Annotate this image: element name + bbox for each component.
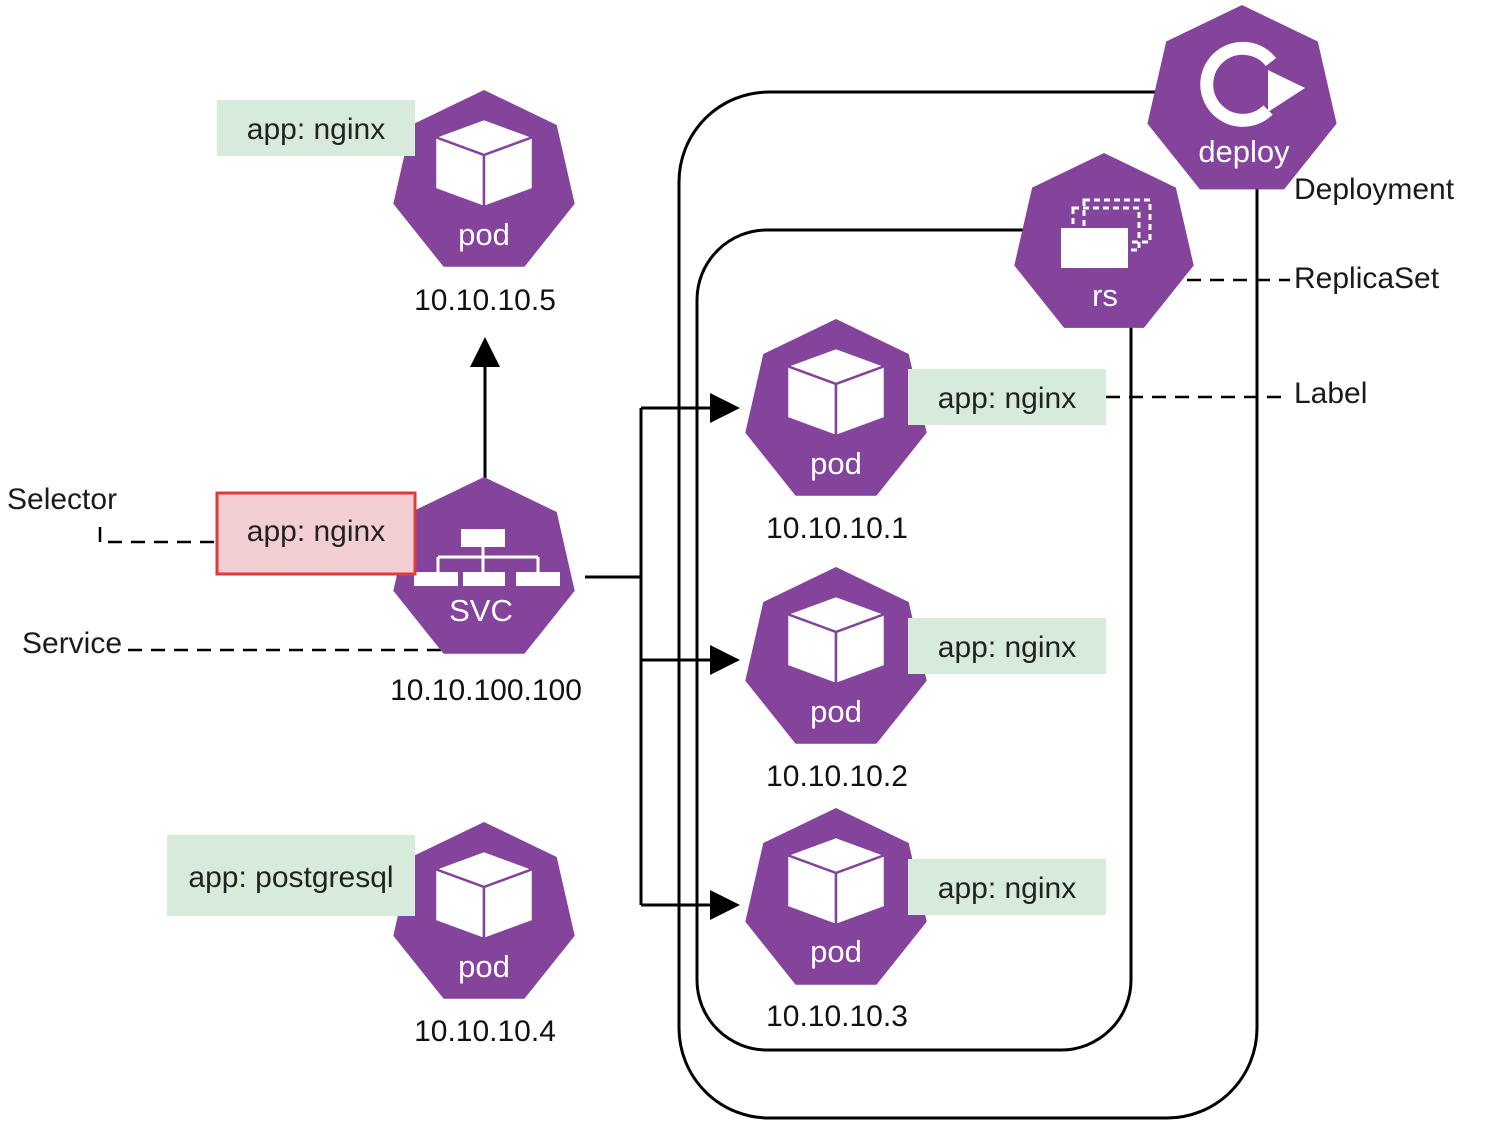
cube-face (482, 867, 535, 941)
dashed-leaders (108, 278, 1290, 652)
pod-outside-bottom: pod (393, 822, 575, 999)
label-tag-pod2: app: nginx (908, 618, 1106, 674)
selector-tag-text: app: nginx (247, 515, 385, 548)
label-tag-text: app: nginx (247, 113, 385, 146)
deployment-boundary (677, 90, 1259, 1120)
replicaset-boundary (695, 228, 1133, 1052)
cube-face (834, 612, 887, 686)
label-tag-pod3: app: nginx (908, 859, 1106, 915)
pod-cube-icon (433, 117, 535, 209)
pod-text: pod (458, 949, 510, 984)
cube-face (482, 135, 535, 209)
pod-ip-outside-top: 10.10.10.5 (414, 284, 556, 317)
deploy-text: deploy (1198, 134, 1290, 169)
pod-ip-2: 10.10.10.2 (766, 760, 908, 793)
deploy-cycle-icon (1200, 41, 1305, 127)
pod-ip-1: 10.10.10.1 (766, 512, 908, 545)
deploy-hexagon (1147, 5, 1337, 190)
service-annotation: Service (22, 627, 122, 660)
pod-1: pod (745, 319, 927, 496)
service-tree-icon (414, 529, 560, 586)
label-tag-bottom: app: postgresql (167, 835, 415, 916)
pod-text: pod (810, 694, 862, 729)
svc-text: SVC (449, 593, 513, 628)
pod-cube-icon (785, 835, 887, 927)
deployment-annotation: Deployment (1294, 173, 1455, 206)
label-tag-text: app: nginx (938, 631, 1076, 664)
selector-annotation: Selector (7, 483, 117, 516)
cube-face (834, 364, 887, 438)
pod-text: pod (458, 217, 510, 252)
label-tag-text: app: nginx (938, 872, 1076, 905)
pod-cube-icon (785, 346, 887, 438)
label-annotation: Label (1294, 377, 1367, 410)
replicaset-annotation: ReplicaSet (1294, 262, 1440, 295)
pod-ip-3: 10.10.10.3 (766, 1000, 908, 1033)
pod-cube-icon (433, 849, 535, 941)
label-tag-top: app: nginx (217, 100, 415, 156)
label-tag-text: app: postgresql (188, 861, 393, 894)
pod-text: pod (810, 934, 862, 969)
svc-ip: 10.10.100.100 (390, 674, 582, 707)
pod-3: pod (745, 808, 927, 985)
pod-cube-icon (785, 594, 887, 686)
selector-tag: app: nginx (215, 491, 417, 576)
deploy-icon-group: deploy (1147, 5, 1337, 190)
label-tag-text: app: nginx (938, 382, 1076, 415)
pod-outside-top: pod (393, 90, 575, 267)
pod-text: pod (810, 446, 862, 481)
label-tag-pod1: app: nginx (908, 369, 1106, 425)
cube-face (834, 853, 887, 927)
rs-icon-group: rs (1014, 153, 1194, 328)
svc-icon-group: SVC (393, 477, 575, 654)
pod-2: pod (745, 567, 927, 744)
connectors (470, 337, 740, 920)
replicaset-icon (1061, 198, 1152, 268)
rs-text: rs (1092, 278, 1118, 313)
pod-ip-outside-bottom: 10.10.10.4 (414, 1015, 556, 1048)
